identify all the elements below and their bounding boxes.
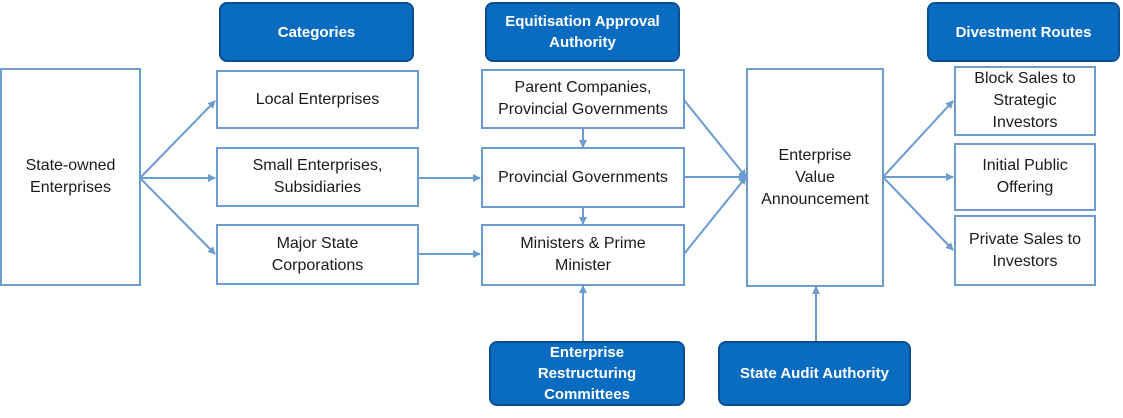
major-state-corporations-node: Major State Corporations bbox=[216, 224, 419, 285]
state-owned-enterprises-node: State-owned Enterprises bbox=[0, 68, 141, 286]
provincial-governments-node: Provincial Governments bbox=[481, 147, 685, 208]
arrow-soe-to-major bbox=[139, 177, 216, 255]
arrow-parent-to-value bbox=[683, 99, 747, 178]
initial-public-offering-node: Initial Public Offering bbox=[954, 143, 1096, 211]
approval-authority-header: Equitisation Approval Authority bbox=[485, 2, 680, 62]
divestment-routes-header: Divestment Routes bbox=[927, 2, 1120, 62]
ministers-prime-minister-node: Ministers & Prime Minister bbox=[481, 224, 685, 286]
block-sales-node: Block Sales to Strategic Investors bbox=[954, 66, 1096, 136]
categories-header: Categories bbox=[219, 2, 414, 62]
arrow-value-to-private bbox=[882, 176, 954, 251]
restructuring-committees-header: Enterprise Restructuring Committees bbox=[489, 341, 685, 406]
state-audit-authority-header: State Audit Authority bbox=[718, 341, 911, 406]
small-enterprises-node: Small Enterprises, Subsidiaries bbox=[216, 147, 419, 207]
private-sales-node: Private Sales to Investors bbox=[954, 215, 1096, 286]
parent-companies-node: Parent Companies, Provincial Governments bbox=[481, 69, 685, 129]
arrow-value-to-block bbox=[882, 100, 954, 178]
local-enterprises-node: Local Enterprises bbox=[216, 70, 419, 129]
arrow-ministers-to-value bbox=[683, 176, 747, 255]
enterprise-value-announcement-node: Enterprise Value Announcement bbox=[746, 68, 884, 287]
arrow-soe-to-local bbox=[139, 100, 216, 179]
